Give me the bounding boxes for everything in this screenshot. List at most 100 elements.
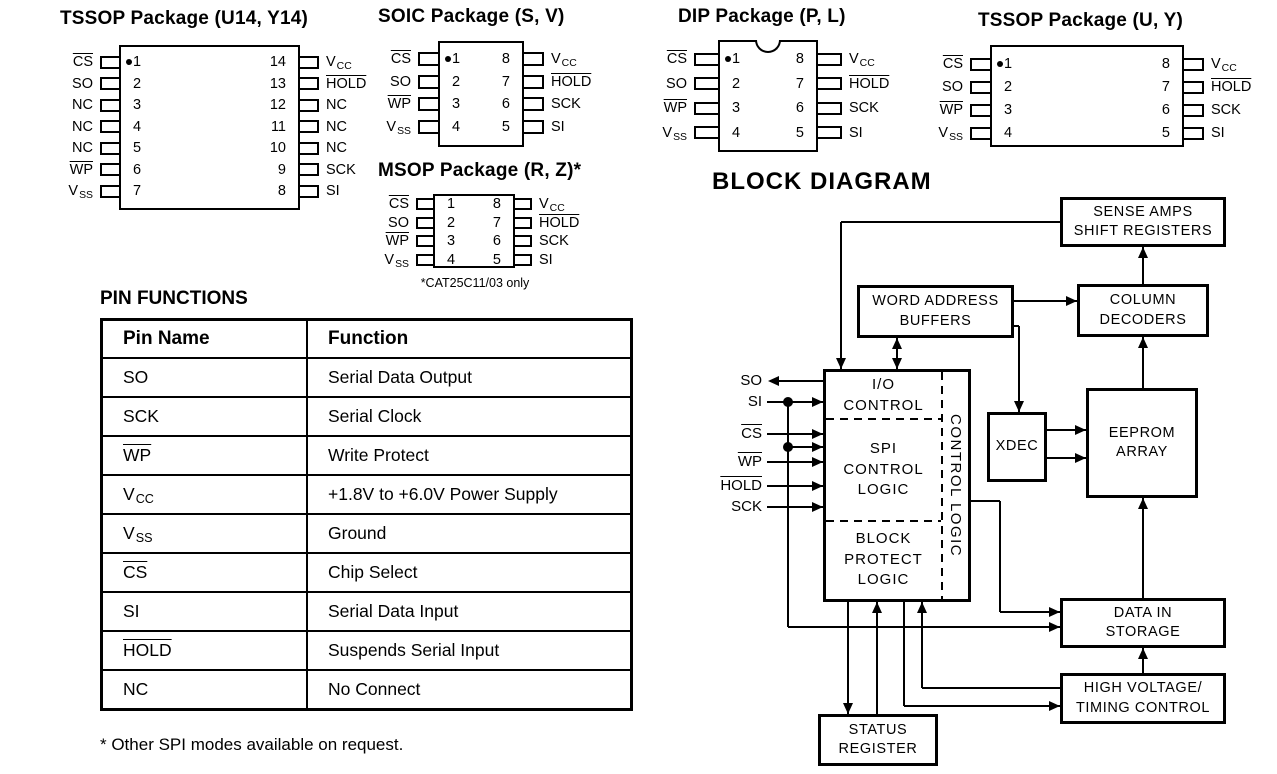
msop8-pin-3-number: 3 bbox=[447, 233, 456, 250]
control-section-label-line: CONTROL bbox=[843, 396, 924, 414]
signal-text: V bbox=[662, 124, 673, 141]
pin-function-cell: Chip Select bbox=[306, 552, 633, 593]
dip8-pin-8-lead bbox=[816, 52, 842, 66]
arrowhead-up bbox=[872, 602, 882, 613]
tssop8-pin-3-label: WP bbox=[873, 100, 963, 120]
msop8-pin-6-lead bbox=[513, 235, 532, 248]
block-label-line: EEPROM bbox=[1108, 424, 1176, 441]
line-segment bbox=[1142, 337, 1144, 388]
tssop8-pin-8-number: 8 bbox=[1161, 56, 1170, 72]
signal-text: V bbox=[551, 51, 561, 67]
overlined-signal-text: WP bbox=[385, 233, 409, 250]
arrowhead-right bbox=[812, 481, 823, 491]
tssop8-pin-3-number: 3 bbox=[1004, 102, 1013, 118]
signal-text: SO bbox=[740, 372, 762, 389]
overlined-signal-text: WP bbox=[939, 102, 963, 118]
signal-text: SCK bbox=[123, 406, 159, 426]
msop8-pin-1-lead bbox=[416, 198, 435, 210]
soic8-pin-5-number: 5 bbox=[501, 119, 510, 136]
tssop14-pin-7-number: 7 bbox=[133, 183, 142, 199]
arrowhead-up bbox=[1138, 648, 1148, 659]
signal-text: SI bbox=[551, 119, 565, 136]
subscript-text: CC bbox=[549, 203, 565, 214]
bd-signal-cs-label: CS bbox=[690, 424, 762, 444]
line-segment bbox=[788, 626, 1060, 628]
overlined-signal-text: HOLD bbox=[849, 75, 890, 92]
tssop8-pin-1-label: CS bbox=[873, 54, 963, 74]
subscript-text: SS bbox=[395, 259, 409, 271]
pin-function-cell: Suspends Serial Input bbox=[306, 630, 633, 671]
dip8-pin-2-number: 2 bbox=[732, 75, 741, 92]
arrowhead-right bbox=[812, 502, 823, 512]
soic8-pin-6-lead bbox=[522, 97, 544, 112]
overlined-signal-text: HOLD bbox=[539, 214, 580, 231]
overlined-signal-text: CS bbox=[942, 56, 963, 72]
msop8-pin-1-label: CS bbox=[319, 194, 409, 214]
block-label-line: DECODERS bbox=[1099, 311, 1187, 328]
signal-text: NC bbox=[123, 679, 149, 699]
signal-text: SCK bbox=[1211, 102, 1241, 118]
arrowhead-up bbox=[1138, 337, 1148, 348]
pin-functions-col-header: Function bbox=[306, 318, 633, 359]
dip8-pin-3-number: 3 bbox=[732, 100, 741, 116]
tssop14-pin-4-lead bbox=[100, 120, 121, 133]
signal-text: SI bbox=[747, 393, 762, 410]
signal-text: SCK bbox=[539, 233, 569, 250]
dip8-pin-6-lead bbox=[816, 101, 842, 115]
signal-text: V bbox=[123, 484, 135, 504]
pin-name-cell: WP bbox=[100, 435, 308, 476]
tssop14-pin-14-lead bbox=[298, 55, 319, 69]
soic8-body bbox=[438, 41, 524, 147]
msop8-pin-3-label: WP bbox=[319, 231, 409, 251]
soic8-pin-7-label: HOLD bbox=[551, 72, 641, 92]
arrowhead-up bbox=[892, 338, 902, 349]
tssop14-pin-2-lead bbox=[100, 77, 121, 90]
subscript-text: SS bbox=[949, 132, 963, 143]
line-segment bbox=[1014, 325, 1019, 327]
pin-name-cell: SI bbox=[100, 591, 308, 632]
pin-functions-row: VCC+1.8V to +6.0V Power Supply bbox=[100, 474, 633, 515]
line-segment bbox=[903, 602, 905, 706]
msop8-pin-2-number: 2 bbox=[447, 214, 456, 231]
signal-text: SI bbox=[326, 183, 340, 199]
overlined-signal-text: CS bbox=[666, 51, 687, 67]
overlined-signal-text: WP bbox=[123, 445, 152, 465]
pin-function-cell: Write Protect bbox=[306, 435, 633, 476]
signal-text: NC bbox=[326, 140, 347, 156]
arrowhead-right bbox=[812, 429, 823, 439]
tssop14-pin-13-label: HOLD bbox=[326, 74, 416, 94]
msop8-pin-5-number: 5 bbox=[492, 252, 501, 269]
soic8-pin-2-number: 2 bbox=[452, 73, 461, 90]
signal-text: SI bbox=[849, 124, 863, 141]
control-section-label-line: BLOCK bbox=[855, 529, 912, 547]
signal-text: V bbox=[849, 51, 859, 67]
arrowhead-down bbox=[1014, 401, 1024, 412]
line-segment bbox=[1014, 300, 1077, 302]
tssop14-pin-8-number: 8 bbox=[277, 183, 286, 199]
tssop14-pin-10-label: NC bbox=[326, 138, 416, 158]
signal-text: V bbox=[539, 196, 549, 212]
control-logic-divider bbox=[941, 372, 943, 599]
tssop14-pin-1-lead bbox=[100, 55, 121, 69]
tssop14-pin-1-number: 1 bbox=[133, 54, 142, 70]
signal-text: SCK bbox=[731, 498, 762, 515]
subscript-text: CC bbox=[561, 58, 577, 69]
tssop14-pin-3-label: NC bbox=[3, 95, 93, 115]
soic8-pin-8-lead bbox=[522, 52, 544, 66]
soic8-pin1-dot bbox=[445, 56, 451, 62]
msop8-pin-2-lead bbox=[416, 216, 435, 229]
dip8-pin-7-label: HOLD bbox=[849, 74, 939, 94]
tssop8-pin-6-lead bbox=[1182, 103, 1204, 117]
dip8-pin1-dot bbox=[725, 56, 731, 62]
control-section-divider bbox=[826, 520, 941, 522]
soic8-pin-6-label: SCK bbox=[551, 94, 641, 114]
tssop14-pin-14-number: 14 bbox=[269, 54, 286, 70]
dip8-pin-5-label: SI bbox=[849, 123, 939, 143]
signal-text: V bbox=[938, 125, 949, 141]
msop8-pin-1-number: 1 bbox=[447, 196, 456, 212]
